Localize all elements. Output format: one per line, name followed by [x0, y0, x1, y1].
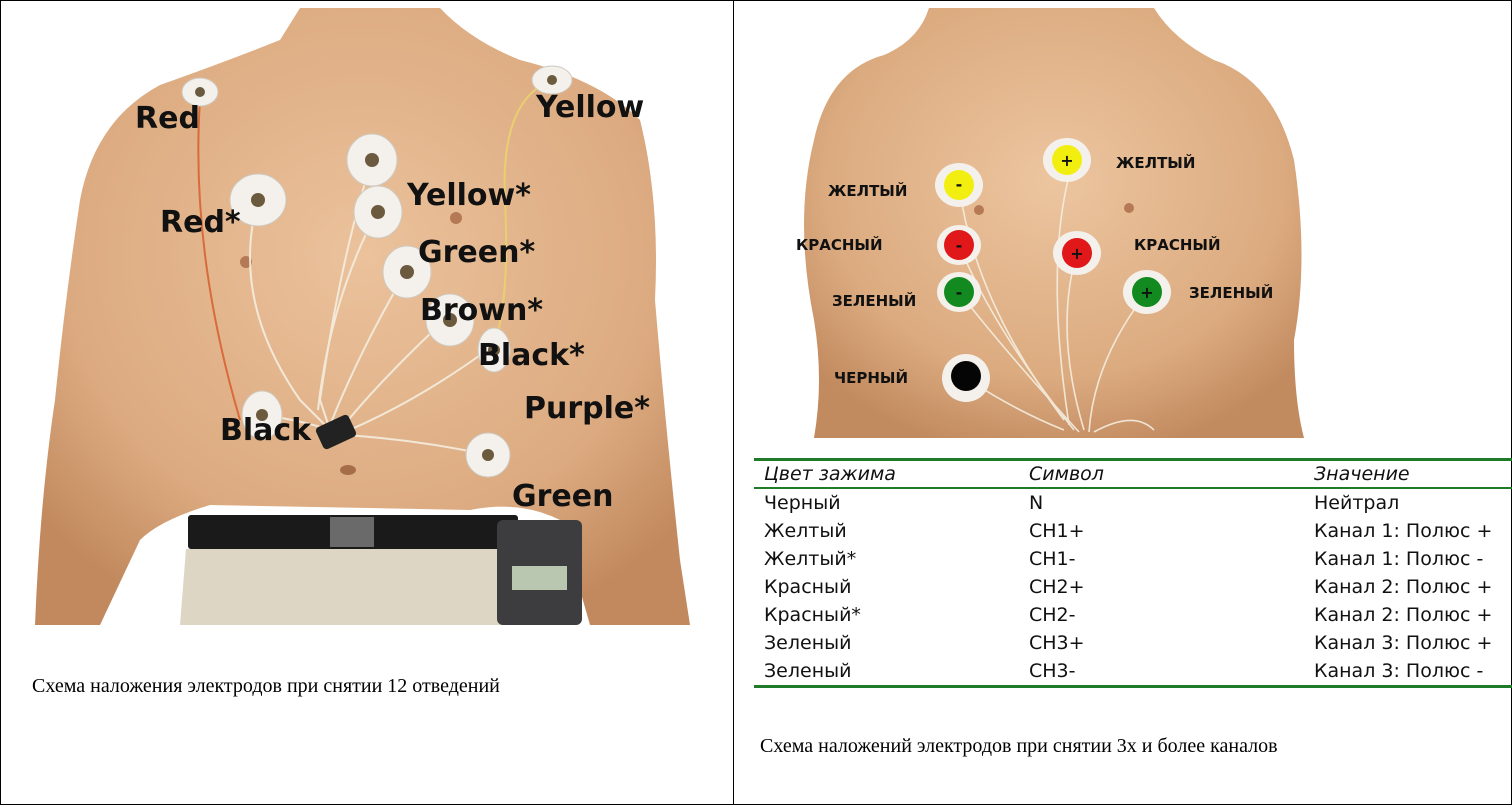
- label-purple-star: Purple*: [524, 391, 650, 426]
- cell-color: Желтый: [754, 517, 1019, 545]
- electrode-red-plus: +: [1053, 231, 1101, 275]
- electrode-green-star: [354, 186, 402, 238]
- cell-meaning: Нейтрал: [1304, 488, 1512, 517]
- header-meaning: Значение: [1304, 460, 1512, 489]
- label-green-plus: ЗЕЛЕНЫЙ: [1189, 283, 1273, 302]
- cell-symbol: CH2+: [1019, 573, 1304, 601]
- label-black-star: Black*: [478, 338, 585, 373]
- nipple-left: [1124, 203, 1134, 213]
- label-yellow-minus: ЖЕЛТЫЙ: [828, 181, 907, 200]
- svg-text:-: -: [956, 236, 963, 255]
- svg-text:+: +: [1140, 283, 1153, 302]
- left-panel: Red Yellow Red* Yellow* Green* Brown* Bl…: [0, 0, 733, 805]
- cell-meaning: Канал 2: Полюс +: [1304, 601, 1512, 629]
- cell-color: Зеленый: [754, 629, 1019, 657]
- label-yellow-plus: ЖЕЛТЫЙ: [1116, 153, 1195, 172]
- right-caption: Схема наложений электродов при снятии 3х…: [760, 735, 1278, 758]
- table-row: Зеленый CH3+ Канал 3: Полюс +: [754, 629, 1512, 657]
- svg-text:+: +: [1060, 151, 1073, 170]
- recorder-screen: [512, 566, 567, 590]
- cell-symbol: CH3-: [1019, 657, 1304, 687]
- table-row: Черный N Нейтрал: [754, 488, 1512, 517]
- table-row: Зеленый CH3- Канал 3: Полюс -: [754, 657, 1512, 687]
- svg-text:-: -: [956, 283, 963, 302]
- electrode-green: [466, 433, 510, 477]
- svg-text:-: -: [956, 175, 963, 194]
- cell-color: Красный*: [754, 601, 1019, 629]
- electrode-yellow-minus: -: [935, 163, 983, 207]
- nipple-right: [974, 205, 984, 215]
- cell-meaning: Канал 2: Полюс +: [1304, 573, 1512, 601]
- label-yellow-star: Yellow*: [406, 178, 531, 213]
- electrode-yellow-plus: +: [1043, 138, 1091, 182]
- cell-meaning: Канал 3: Полюс -: [1304, 657, 1512, 687]
- label-red: Red: [135, 101, 200, 136]
- left-caption: Схема наложения электродов при снятии 12…: [32, 675, 500, 698]
- cell-symbol: N: [1019, 488, 1304, 517]
- cell-meaning: Канал 3: Полюс +: [1304, 629, 1512, 657]
- electrode-green-plus: +: [1123, 270, 1171, 314]
- electrode-red-minus: -: [937, 225, 981, 265]
- label-red-star: Red*: [160, 205, 241, 240]
- cell-meaning: Канал 1: Полюс +: [1304, 517, 1512, 545]
- label-green-minus: ЗЕЛЕНЫЙ: [832, 291, 916, 310]
- cell-symbol: CH3+: [1019, 629, 1304, 657]
- pants: [180, 549, 525, 625]
- navel: [340, 465, 356, 475]
- table-row: Желтый CH1+ Канал 1: Полюс +: [754, 517, 1512, 545]
- electrode-black: [942, 354, 990, 402]
- cell-color: Желтый*: [754, 545, 1019, 573]
- header-clip-color: Цвет зажима: [754, 460, 1019, 489]
- cell-symbol: CH1-: [1019, 545, 1304, 573]
- cell-color: Красный: [754, 573, 1019, 601]
- electrode-table: Цвет зажима Символ Значение Черный N Ней…: [754, 458, 1512, 688]
- label-yellow: Yellow: [535, 90, 644, 125]
- cell-symbol: CH1+: [1019, 517, 1304, 545]
- cell-meaning: Канал 1: Полюс -: [1304, 545, 1512, 573]
- table-header-row: Цвет зажима Символ Значение: [754, 460, 1512, 489]
- cell-symbol: CH2-: [1019, 601, 1304, 629]
- label-red-minus: КРАСНЫЙ: [796, 235, 883, 254]
- cell-color: Черный: [754, 488, 1019, 517]
- label-black: ЧЕРНЫЙ: [834, 368, 908, 387]
- table-row: Красный* CH2- Канал 2: Полюс +: [754, 601, 1512, 629]
- label-red-plus: КРАСНЫЙ: [1134, 235, 1221, 254]
- table-row: Красный CH2+ Канал 2: Полюс +: [754, 573, 1512, 601]
- nipple-left: [450, 212, 462, 224]
- torso-3-channel-illustration: - + - + -: [734, 0, 1512, 450]
- label-green: Green: [512, 479, 613, 514]
- belt-buckle: [330, 517, 374, 547]
- right-panel: - + - + -: [734, 0, 1512, 805]
- electrode-yellow-star: [347, 134, 397, 186]
- label-black: Black: [220, 413, 312, 448]
- cell-color: Зеленый: [754, 657, 1019, 687]
- label-green-star: Green*: [418, 235, 535, 270]
- label-brown-star: Brown*: [420, 293, 543, 328]
- table-row: Желтый* CH1- Канал 1: Полюс -: [754, 545, 1512, 573]
- electrode-green-minus: -: [937, 272, 981, 312]
- svg-text:+: +: [1070, 244, 1083, 263]
- header-symbol: Символ: [1019, 460, 1304, 489]
